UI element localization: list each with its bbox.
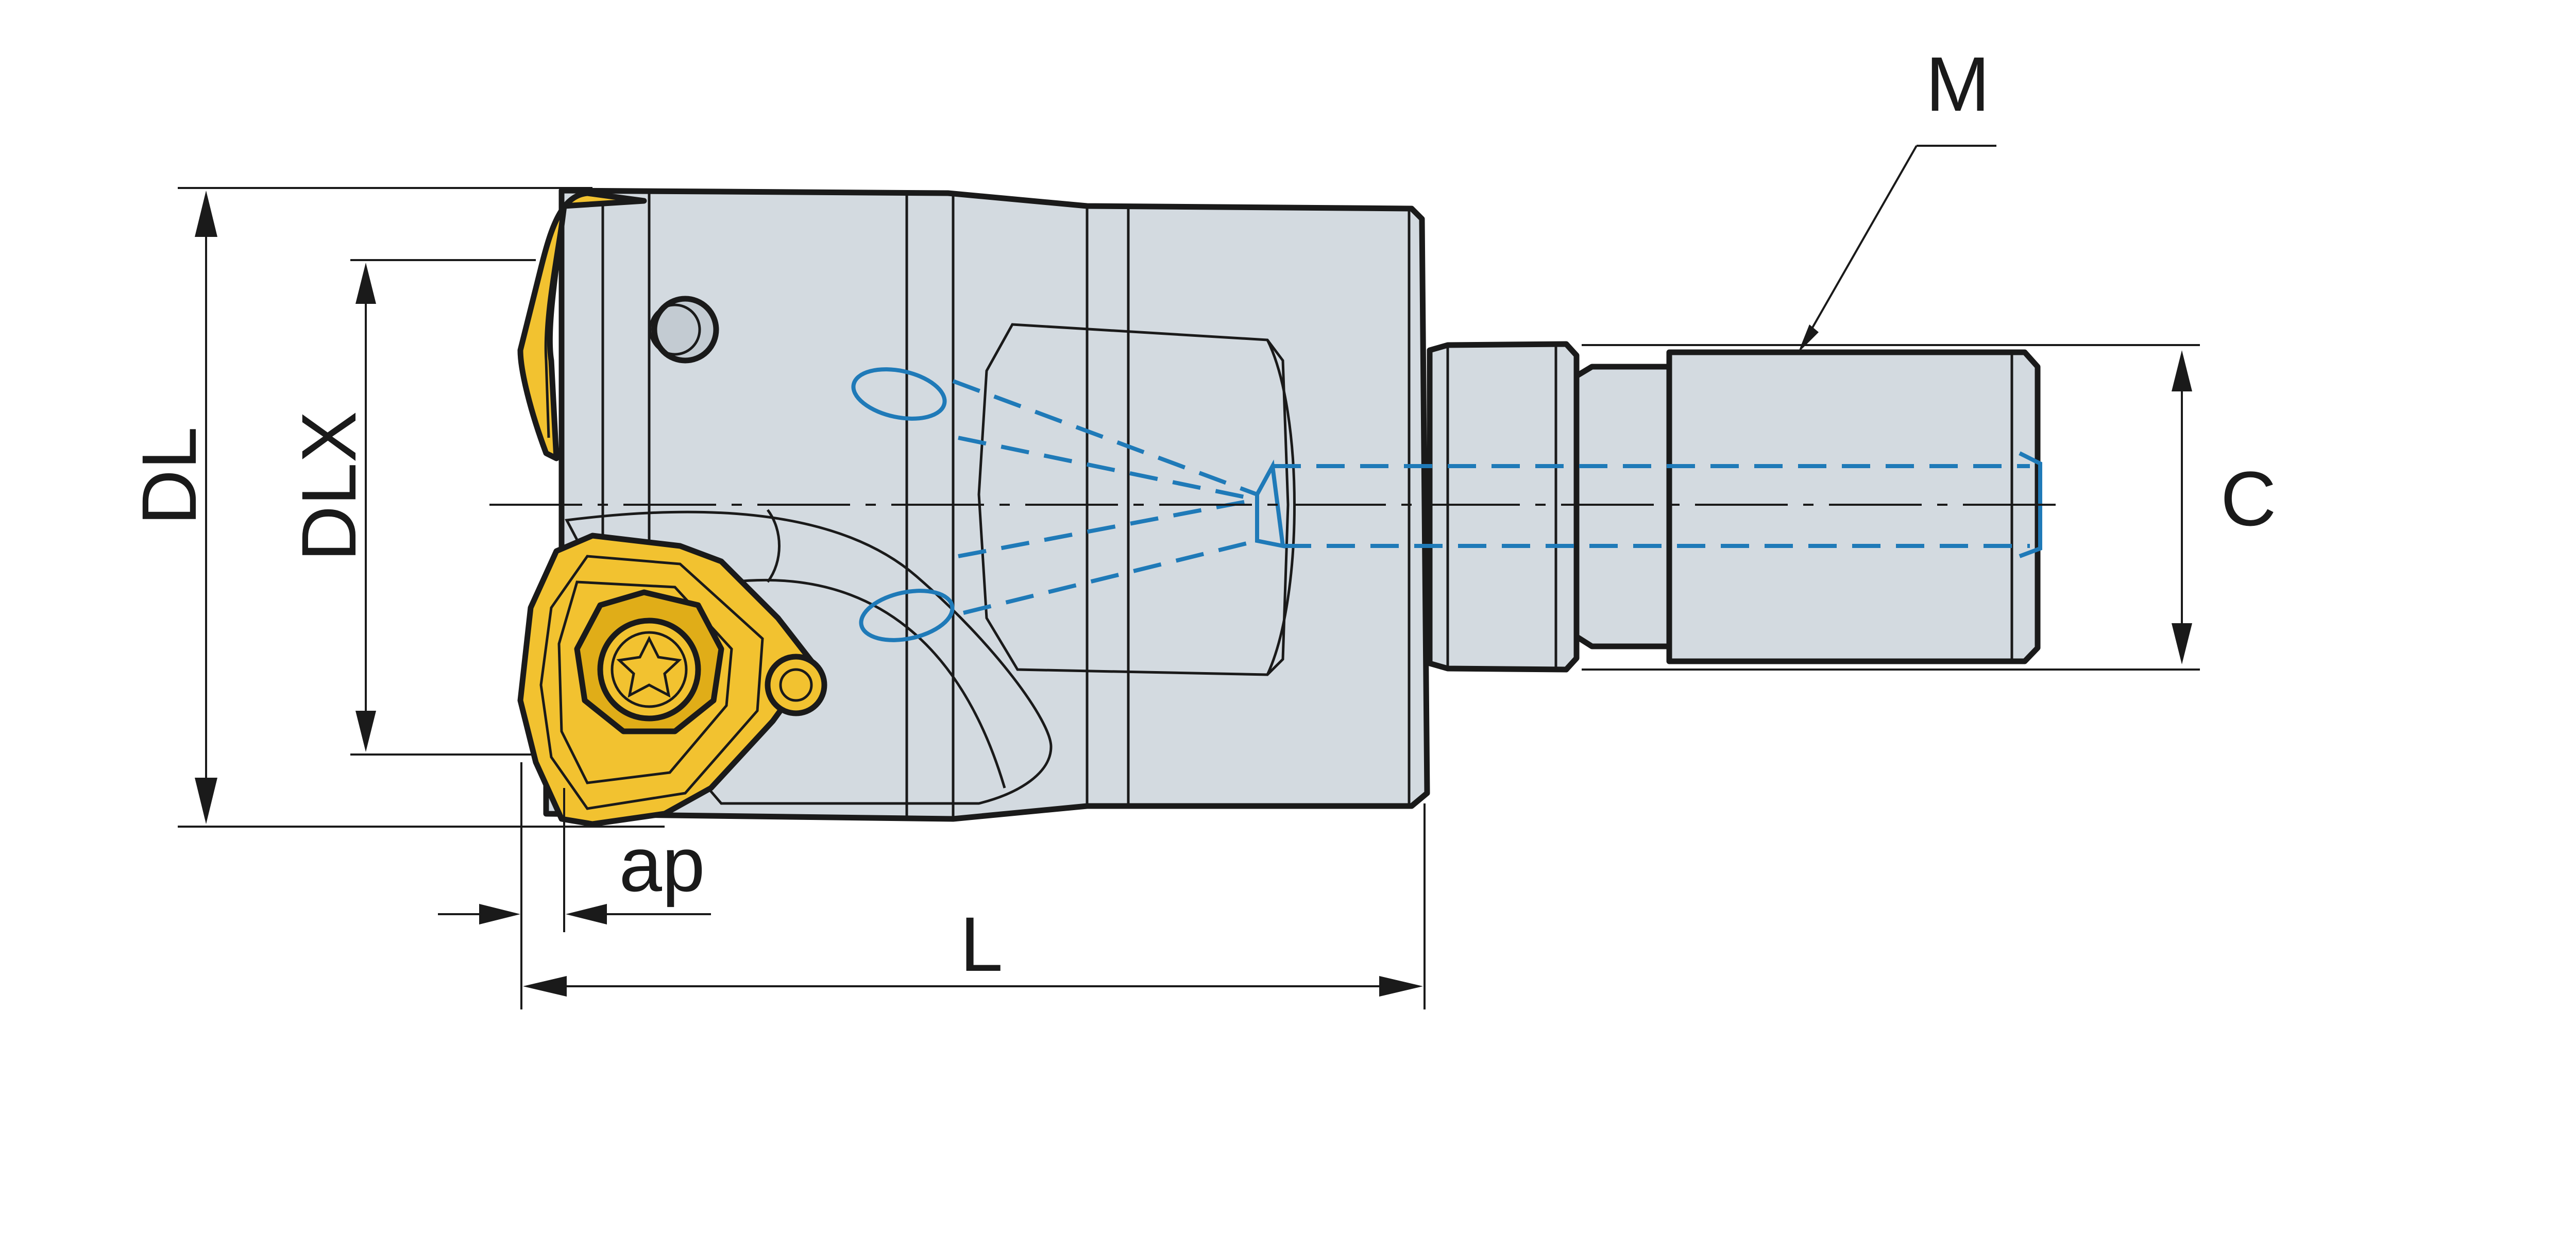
threaded-shank [1666, 349, 2041, 664]
arrowhead [1379, 976, 1423, 997]
insert-edge [544, 216, 563, 438]
collar-ring [1427, 341, 1580, 673]
arrowhead [355, 263, 376, 304]
arrowhead [355, 711, 376, 752]
arrowhead [479, 904, 520, 924]
torx-icon [616, 636, 682, 698]
arrowhead [195, 191, 217, 237]
coolant-line [952, 379, 1258, 496]
flute-edge [731, 578, 1006, 789]
label-l: L [960, 901, 1003, 987]
retaining-pin [649, 296, 719, 364]
label-m: M [1926, 41, 1990, 127]
coolant-outlet-bottom [859, 589, 955, 642]
neck [1573, 364, 1672, 649]
label-c: C [2221, 455, 2276, 542]
coolant-line [963, 539, 1258, 615]
coolant-line [958, 436, 1258, 502]
screw-ring [597, 618, 701, 722]
arrowhead [195, 778, 217, 824]
coolant-outlet-top [851, 367, 947, 421]
label-dlx: DLX [285, 411, 372, 561]
dimension-dl: DL [126, 187, 665, 828]
screw-inner [611, 631, 688, 708]
chip-flute [565, 510, 1053, 805]
flute-edge [766, 509, 781, 583]
dimension-m: M [1798, 41, 1996, 353]
dimension-ap: ap [438, 762, 711, 1009]
adapter [1427, 341, 2041, 673]
arrowhead [1798, 324, 1819, 353]
insert-facet [539, 555, 764, 810]
label-ap: ap [619, 821, 705, 907]
insert-main [517, 533, 827, 827]
coolant-line [958, 498, 1258, 558]
arrowhead [523, 976, 567, 997]
dimension-c: C [1582, 344, 2276, 671]
dimension-dlx: DLX [285, 259, 536, 756]
insert-top [517, 190, 647, 461]
coolant-inlet [2019, 451, 2042, 558]
arrowhead [566, 904, 607, 924]
insert-clamp-inner [779, 668, 813, 702]
torx-screw [574, 589, 724, 734]
arrowhead [2172, 350, 2192, 391]
coolant-channels [851, 367, 2042, 642]
arrowhead [2172, 623, 2192, 664]
dimension-l: L [523, 803, 1426, 1009]
insert-clamp [765, 654, 827, 716]
label-dl: DL [126, 426, 212, 525]
